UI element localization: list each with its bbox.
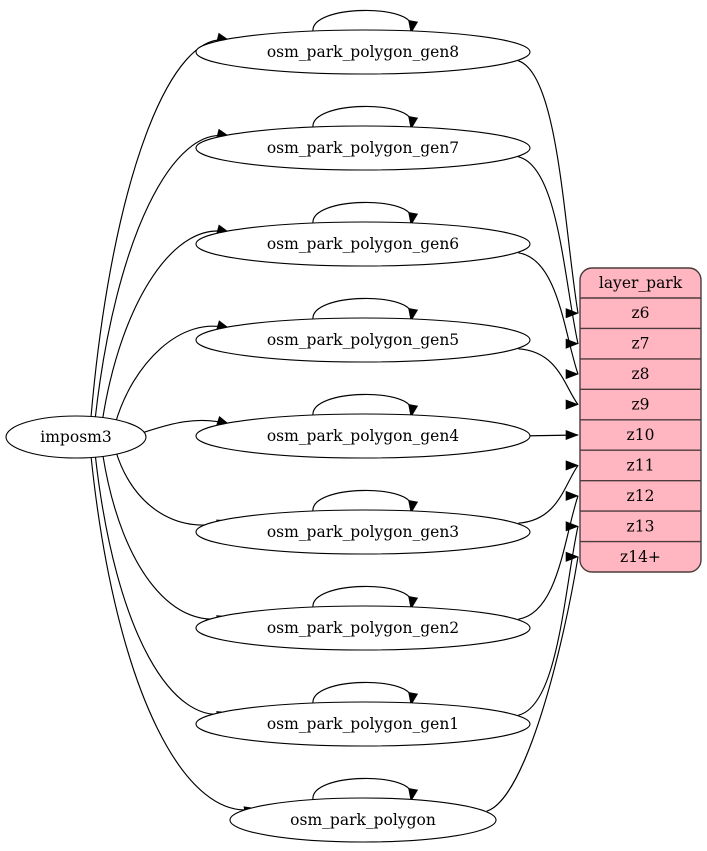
arrowhead-base-to-row-z14+ [565,551,579,562]
arrowhead-self-loop-gen5 [408,308,419,322]
node-label-gen4: osm_park_polygon_gen4 [267,427,459,445]
arrowhead-self-loop-gen3 [408,500,419,514]
table-row-z9[interactable]: z9 [631,396,649,414]
self-loop-gen8 [312,9,412,33]
edge-gen5-to-row-z9 [518,348,579,405]
self-loop-gen2 [312,585,412,609]
node-shape-gen5 [195,317,531,363]
node-label-gen7: osm_park_polygon_gen7 [267,139,459,157]
table-row-z6[interactable]: z6 [631,304,649,322]
node-label-base: osm_park_polygon [290,811,436,829]
node-base[interactable]: osm_park_polygon [229,797,497,843]
node-shape-gen7 [195,125,531,171]
table-row-z8[interactable]: z8 [631,365,649,383]
edges-to-table-group [486,60,579,812]
layer-park-table-group: layer_park z6 z7 z8 z9 z10 z11 z12 z13 z14+ [579,267,702,573]
node-label-imposm3: imposm3 [40,428,111,446]
source-node-group: imposm3 [5,415,147,459]
table-row-z7[interactable]: z7 [631,335,649,353]
table-row-z14+[interactable]: z14+ [620,548,661,566]
arrowhead-gen3-to-row-z11 [565,460,579,471]
node-shape-gen8 [195,29,531,75]
edge-gen3-to-row-z11 [518,465,579,524]
edge-gen7-to-row-z7 [518,156,579,344]
node-gen4[interactable]: osm_park_polygon_gen4 [195,413,531,459]
node-gen3[interactable]: osm_park_polygon_gen3 [195,509,531,555]
arrowhead-gen6-to-row-z8 [565,369,579,380]
node-gen8[interactable]: osm_park_polygon_gen8 [195,29,531,75]
edge-imposm3-to-gen7 [94,134,230,418]
nodes-group: osm_park_polygon_gen8 osm_park_polygon_ge… [195,29,531,843]
node-imposm3[interactable]: imposm3 [5,415,147,459]
arrowhead-gen1-to-row-z13 [565,521,579,532]
edge-gen1-to-row-z13 [518,526,579,716]
self-loop-gen5 [312,297,412,321]
arrowhead-self-loop-gen2 [408,596,419,610]
node-label-gen5: osm_park_polygon_gen5 [267,331,459,349]
node-label-gen3: osm_park_polygon_gen3 [267,523,459,541]
node-gen2[interactable]: osm_park_polygon_gen2 [195,605,531,651]
node-gen5[interactable]: osm_park_polygon_gen5 [195,317,531,363]
self-loop-gen7 [312,105,412,129]
node-shape-gen1 [195,701,531,747]
arrowhead-self-loop-gen4 [408,404,419,418]
edge-imposm3-to-gen5 [114,325,230,424]
arrowhead-gen7-to-row-z7 [565,338,579,349]
edge-gen6-to-row-z8 [518,252,579,375]
arrowhead-self-loop-gen7 [408,116,419,130]
edge-gen2-to-row-z12 [518,495,579,620]
edge-imposm3-to-gen3 [114,449,230,526]
edge-imposm3-to-gen1 [94,456,230,715]
node-label-gen2: osm_park_polygon_gen2 [267,619,459,637]
edge-imposm3-to-gen6 [102,230,230,420]
table-row-z11[interactable]: z11 [627,456,655,474]
edge-gen8-to-row-z6 [518,60,579,314]
self-loop-gen3 [312,489,412,513]
layer-park-table-header: layer_park [599,274,683,292]
table-row-z13[interactable]: z13 [627,517,655,535]
node-shape-gen3 [195,509,531,555]
node-shape-imposm3 [5,415,147,459]
arrowhead-self-loop-gen6 [408,212,419,226]
arrowhead-self-loop-base [408,788,419,802]
node-label-gen8: osm_park_polygon_gen8 [267,43,459,61]
self-loop-gen6 [312,201,412,225]
self-loop-gen1 [312,681,412,705]
arrowhead-self-loop-gen1 [408,692,419,706]
node-gen7[interactable]: osm_park_polygon_gen7 [195,125,531,171]
node-label-gen1: osm_park_polygon_gen1 [267,715,459,733]
node-label-gen6: osm_park_polygon_gen6 [267,235,459,253]
self-loop-edges-group [312,9,419,802]
node-gen1[interactable]: osm_park_polygon_gen1 [195,701,531,747]
node-shape-gen6 [195,221,531,267]
arrowhead-gen2-to-row-z12 [565,490,579,501]
arrowhead-self-loop-gen8 [408,20,419,34]
node-shape-gen4 [195,413,531,459]
self-loop-gen4 [312,393,412,417]
edge-imposm3-to-gen8 [90,39,230,418]
table-row-z12[interactable]: z12 [627,487,655,505]
node-gen6[interactable]: osm_park_polygon_gen6 [195,221,531,267]
node-shape-base [229,797,497,843]
edge-imposm3-to-base [90,456,257,811]
table-row-z10[interactable]: z10 [627,426,655,444]
edge-base-to-row-z14+ [486,556,579,812]
node-shape-gen2 [195,605,531,651]
arrowhead-gen4-to-row-z10 [565,429,579,441]
arrowhead-gen5-to-row-z9 [565,399,579,410]
self-loop-base [312,777,412,801]
